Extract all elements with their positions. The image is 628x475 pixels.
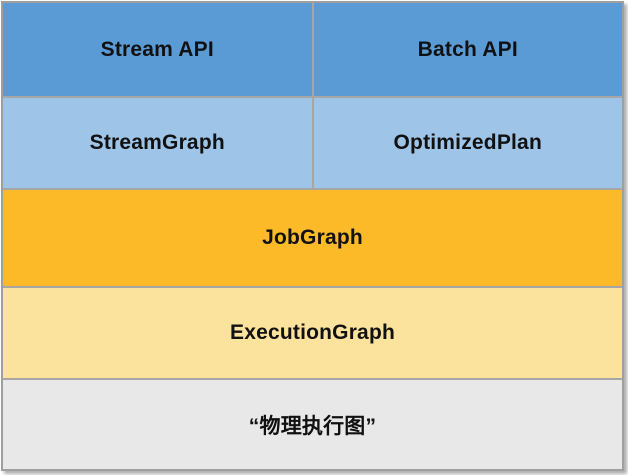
box-optimizedplan: OptimizedPlan <box>311 98 622 188</box>
box-streamgraph: StreamGraph <box>3 98 312 188</box>
box-optimizedplan-label: OptimizedPlan <box>393 131 542 154</box>
row-executiongraph-layer: ExecutionGraph <box>3 286 622 378</box>
row-jobgraph-layer: JobGraph <box>3 188 622 286</box>
box-batch-api: Batch API <box>311 3 622 96</box>
row-physical-execution-layer: “物理执行图” <box>3 378 622 469</box>
box-executiongraph: ExecutionGraph <box>3 288 622 378</box>
row-logical-graph-layer: StreamGraph OptimizedPlan <box>3 96 622 188</box>
box-stream-api-label: Stream API <box>100 37 214 61</box>
box-executiongraph-label: ExecutionGraph <box>230 321 395 344</box>
row-api-layer: Stream API Batch API <box>3 3 622 96</box>
box-batch-api-label: Batch API <box>417 37 518 61</box>
box-jobgraph-label: JobGraph <box>262 226 363 249</box>
box-physical-execution-graph: “物理执行图” <box>3 380 622 469</box>
box-stream-api: Stream API <box>3 3 312 96</box>
box-jobgraph: JobGraph <box>3 190 622 286</box>
box-physical-execution-graph-label: “物理执行图” <box>248 414 377 438</box>
box-streamgraph-label: StreamGraph <box>89 131 225 154</box>
